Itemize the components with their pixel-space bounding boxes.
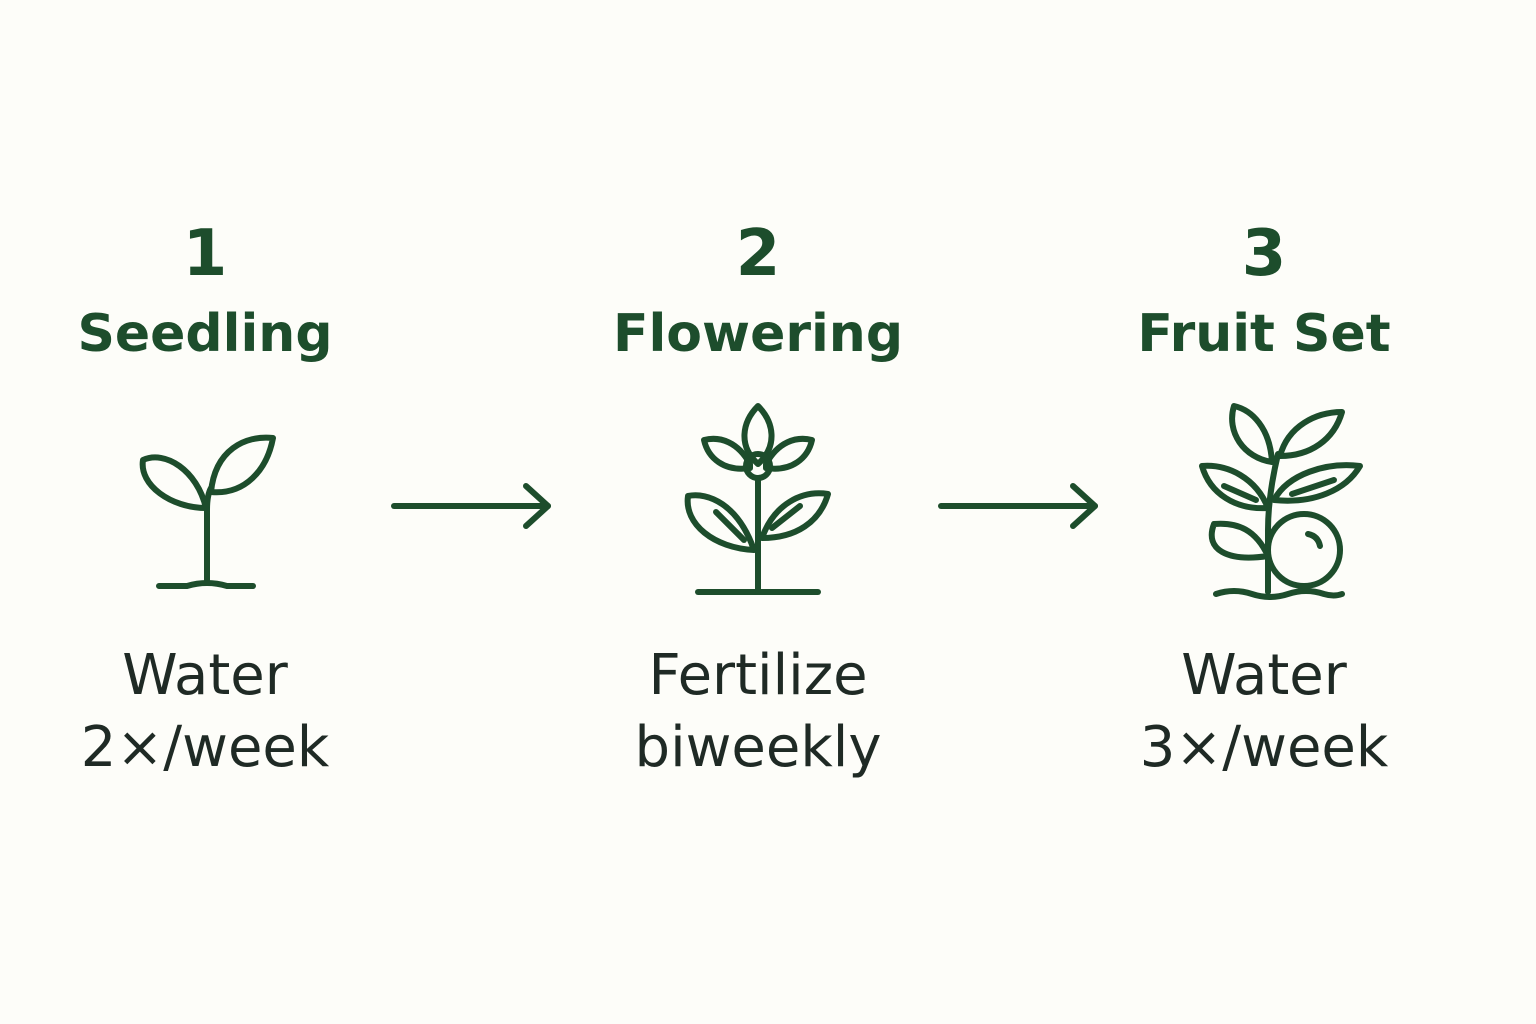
care-instruction: Water 3×/week [1104,640,1424,784]
arrow-right-icon [388,480,558,532]
flowering-plant-icon [658,400,858,600]
arrow-right-icon [935,480,1105,532]
care-line: biweekly [634,715,882,780]
stage-number: 1 [182,217,228,291]
stage-title: Flowering [612,304,904,364]
care-instruction: Fertilize biweekly [598,640,918,784]
care-line: 3×/week [1139,715,1389,780]
care-instruction: Water 2×/week [45,640,365,784]
care-line: 2×/week [80,715,330,780]
seedling-icon [105,400,305,600]
fruiting-plant-icon [1164,400,1364,600]
stage-number: 3 [1241,217,1287,291]
care-line: Water [122,643,288,708]
care-line: Water [1181,643,1347,708]
stage-title: Fruit Set [1137,304,1391,364]
care-line: Fertilize [648,643,868,708]
stage-number: 2 [735,217,781,291]
stage-title: Seedling [77,304,333,364]
